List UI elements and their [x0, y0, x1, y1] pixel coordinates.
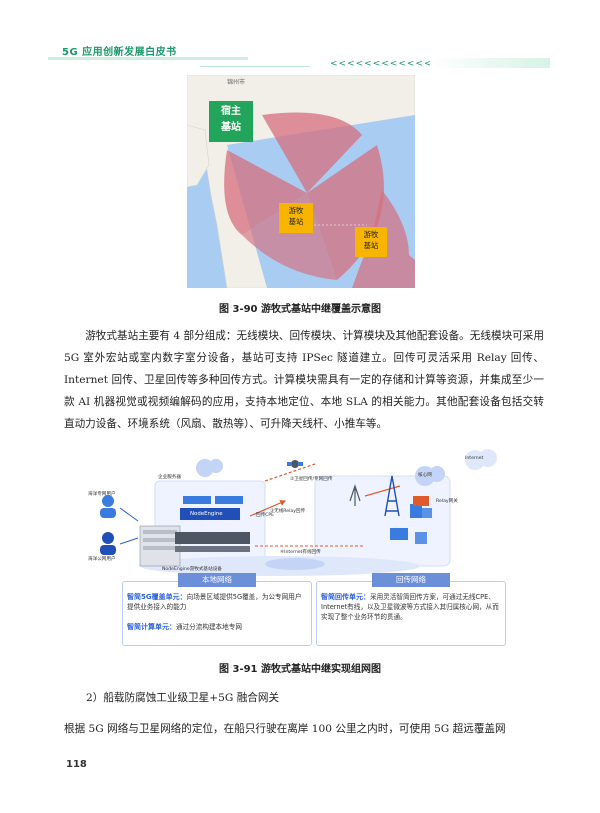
- antenna-icon: [349, 484, 361, 506]
- diagram-svg: [100, 449, 497, 576]
- header-chevrons: <<<<<<<<<<<<: [330, 59, 433, 69]
- enterprise-server-label: 企业服务器: [158, 475, 181, 480]
- page-number: 118: [66, 759, 87, 770]
- satellite-icon: [291, 460, 299, 468]
- figure-90-caption: 图 3-90 游牧式基站中继覆盖示意图: [219, 304, 381, 315]
- tower-icon: [384, 475, 400, 517]
- private-user-icon: [102, 495, 114, 507]
- mobile-station-label-2: 游牧 基站: [355, 227, 387, 257]
- coverage-sector-a: [224, 150, 307, 235]
- satellite-return-label: ②卫星回传/专网回传: [290, 477, 333, 482]
- building-icon: [410, 504, 422, 518]
- header-accent-bar: [48, 57, 248, 60]
- coast-landmass-left: [187, 124, 210, 188]
- backhaul-network-title: 回传网络: [372, 573, 450, 587]
- module-box-a: [183, 496, 211, 504]
- map-place-label: 锦州市: [227, 79, 246, 86]
- public-user-icon: [102, 532, 114, 544]
- local-network-panel: 本地网络 智简5G覆盖单元：向场景区域提供5G覆盖，为公专网用户提供业务接入的能…: [122, 573, 312, 646]
- module-box-b: [215, 496, 243, 504]
- compute-unit: 智简计算单元：通过分流构建本地专网: [127, 623, 242, 631]
- relay-return-label: ③无线Relay回传: [270, 509, 306, 514]
- node-engine-box: [180, 508, 240, 520]
- paragraph-body-1: 游牧式基站主要有 4 部分组成：无线模块、回传模块、计算模块及其他配套设备。无线…: [64, 330, 544, 430]
- server-rack: [175, 532, 250, 544]
- private-user-label: 海洋专网用户: [88, 492, 116, 497]
- running-header-title: 5G 应用创新发展白皮书: [62, 47, 177, 58]
- host-station-label: 宿主 基站: [209, 101, 253, 142]
- relay-gw-label: Relay网关: [436, 499, 458, 504]
- public-user-label: 海洋公网用户: [88, 557, 116, 562]
- internet-cloud-bottom: [265, 558, 325, 570]
- figure-91-caption: 图 3-91 游牧式基站中继实现组网图: [219, 664, 381, 675]
- cpe-label: 回传CPE: [256, 513, 275, 518]
- local-network-title: 本地网络: [178, 573, 256, 587]
- coverage-sector-b: [262, 112, 362, 193]
- header-divider: [200, 66, 310, 67]
- header-gradient: [430, 58, 550, 68]
- device-label: NodeEngine游牧式基站设备: [162, 567, 222, 572]
- mobile-station-label-1: 游牧 基站: [279, 203, 313, 233]
- paragraph-body-2: 根据 5G 网络与卫星网络的定位，在船只行驶在离岸 100 公里之内时，可使用 …: [64, 723, 506, 735]
- node-engine-label: NodeEngine: [190, 511, 223, 517]
- core-net-label: 核心网: [418, 473, 432, 478]
- coverage-sector-d: [242, 193, 337, 280]
- internet-cloud-label: Internet: [465, 456, 484, 461]
- relay-gw-icon: [413, 496, 429, 506]
- subheading: 2）船载防腐蚀工业级卫星+5G 融合网关: [86, 692, 280, 704]
- coverage-map: 宿主 基站 游牧 基站 游牧 基站 锦州市: [187, 75, 415, 288]
- internet-return-label: ④Internet有线回传: [280, 550, 321, 555]
- backhaul-network-panel: 回传网络 智简回传单元：采用灵活智简回传方案，可通过无线CPE、Internet…: [316, 573, 506, 646]
- network-diagram: 海洋专网用户 海洋公网用户 企业服务器 NodeEngine 回传CPE Nod…: [80, 446, 520, 648]
- backhaul-unit: 智简回传单元：采用灵活智简回传方案，可通过无线CPE、Internet有线，以及…: [321, 593, 499, 621]
- coverage-unit: 智简5G覆盖单元：向场景区域提供5G覆盖，为公专网用户提供业务接入的能力: [127, 593, 302, 611]
